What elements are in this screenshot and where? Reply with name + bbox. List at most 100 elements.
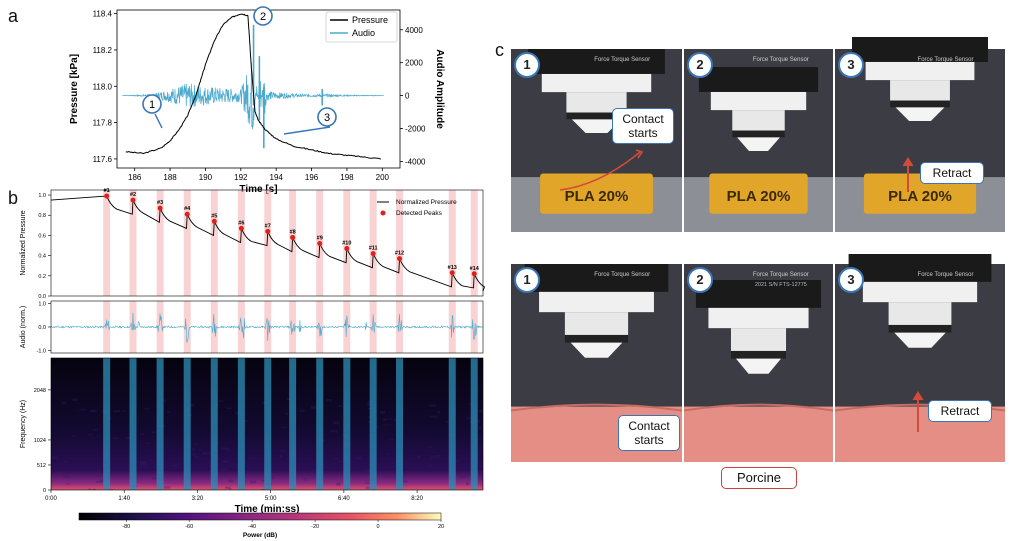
- spectrogram-image: [51, 358, 483, 490]
- peak-band: [470, 301, 478, 353]
- y-left-tick-label: 117.8: [93, 119, 113, 128]
- spectrogram-noise: [144, 472, 148, 475]
- detected-peak-marker: [184, 211, 190, 217]
- spectrogram-noise: [113, 410, 121, 413]
- probe-collar: [564, 334, 629, 343]
- panel-c-pla-photo-3: PLA 20%Force Torque Sensor: [835, 37, 1005, 232]
- spectrogram-noise: [90, 409, 97, 413]
- peak-label: #2: [130, 192, 136, 198]
- sensor-label: Force Torque Sensor: [594, 57, 650, 63]
- spectrogram-noise: [225, 448, 230, 451]
- peak-band: [129, 301, 137, 353]
- step-circle-row1-2: 2: [687, 52, 713, 78]
- y-left-tick-label: 117.6: [93, 155, 113, 164]
- spectrogram-noise: [63, 461, 68, 463]
- peak-label: #14: [470, 266, 480, 272]
- spectrogram-noise: [122, 410, 126, 413]
- spectrogram-noise: [365, 482, 372, 484]
- spectrogram-noise: [247, 457, 256, 459]
- step-circle-row1-1: 1: [514, 52, 540, 78]
- panel-b-top-frame: [50, 189, 484, 297]
- sensor-label: Force Torque Sensor: [594, 272, 650, 278]
- y-axis-label: Frequency (Hz): [20, 400, 27, 448]
- probe-tip: [894, 332, 946, 348]
- probe-collar: [730, 350, 787, 359]
- annotation-arrow: [283, 126, 331, 135]
- spectrogram-noise: [166, 411, 172, 413]
- probe-mount: [710, 91, 807, 111]
- y-left-tick-label: 118.2: [93, 46, 113, 55]
- spectrogram-noise: [140, 433, 145, 436]
- spectrogram-noise: [202, 452, 206, 455]
- x-tick-label: 8:20: [411, 496, 423, 502]
- spectrogram-noise: [88, 488, 91, 490]
- audio-normalized-line: [50, 312, 483, 343]
- spectrogram-noise: [92, 488, 96, 490]
- probe-body: [732, 110, 785, 131]
- pla-block: [540, 173, 653, 214]
- x-tick-label: 190: [199, 173, 213, 182]
- detected-peak-marker: [290, 234, 296, 240]
- peak-band: [103, 190, 111, 296]
- panel-letter-a: a: [8, 6, 19, 26]
- spectrogram-noise: [220, 468, 228, 471]
- y-tick-label: 0: [43, 488, 46, 494]
- y-tick-label: -1.0: [37, 349, 46, 355]
- spectrogram-noise: [468, 403, 472, 405]
- spectrogram-noise: [326, 398, 332, 402]
- detected-peak-marker: [265, 228, 271, 234]
- annotation-number: 2: [260, 11, 266, 23]
- x-axis-label: Time [s]: [239, 184, 277, 195]
- peak-label: #13: [448, 265, 457, 271]
- spectrogram-noise: [145, 442, 151, 444]
- peak-band-spectrogram: [470, 358, 478, 490]
- spectrogram-noise: [333, 457, 340, 460]
- spectrogram-noise: [310, 405, 317, 409]
- spectrogram-noise: [429, 464, 434, 467]
- pla-block-label: PLA 20%: [727, 188, 791, 205]
- x-tick-label: 200: [376, 173, 390, 182]
- y-right-tick-label: 4000: [405, 26, 423, 35]
- sensor-label: Force Torque Sensor: [918, 272, 974, 278]
- panel-b-top-plot: #1#2#3#4#5#6#7#8#9#10#11#12#13#14: [50, 188, 486, 296]
- spectrogram-noise: [367, 407, 371, 410]
- spectrogram-noise: [364, 473, 369, 476]
- probe-collar: [566, 112, 627, 120]
- x-tick-label: 196: [305, 173, 319, 182]
- probe-mount: [708, 307, 809, 329]
- spectrogram-noise: [429, 446, 432, 448]
- probe-mount: [541, 73, 652, 93]
- spectrogram-noise: [220, 447, 228, 450]
- peak-band-spectrogram: [343, 358, 351, 490]
- spectrogram-noise: [337, 405, 343, 408]
- peak-band: [264, 190, 272, 296]
- tissue-surface: [683, 403, 834, 412]
- y-left-tick-label: 118.0: [93, 82, 113, 91]
- peak-label: #3: [157, 200, 163, 206]
- step-circle-row2-3: 3: [838, 267, 864, 293]
- spectrogram-noise: [271, 476, 274, 479]
- audio-line: [122, 62, 384, 130]
- x-tick-label: 186: [128, 173, 142, 182]
- probe-body: [566, 92, 627, 113]
- annotation-number: 1: [149, 99, 155, 111]
- spectrogram-noise: [383, 424, 392, 426]
- detected-peak-marker: [397, 256, 403, 262]
- spectrogram-noise: [218, 400, 224, 402]
- spectrogram-noise: [139, 463, 146, 466]
- force-torque-sensor: [848, 254, 992, 282]
- spectrogram-noise: [475, 474, 483, 476]
- annotation-arrow: [154, 113, 163, 129]
- spectrogram-noise: [303, 477, 308, 481]
- spectrogram-noise: [280, 426, 287, 428]
- spectrogram-noise: [365, 486, 370, 490]
- force-torque-sensor: [524, 264, 669, 292]
- peak-label: #4: [184, 206, 191, 212]
- x-tick-label: 188: [163, 173, 177, 182]
- spectrogram-noise: [225, 486, 231, 489]
- legend-label: Detected Peaks: [396, 210, 443, 217]
- x-tick-label: 0:00: [45, 496, 57, 502]
- probe-collar: [890, 100, 950, 108]
- force-torque-sensor: [695, 280, 822, 308]
